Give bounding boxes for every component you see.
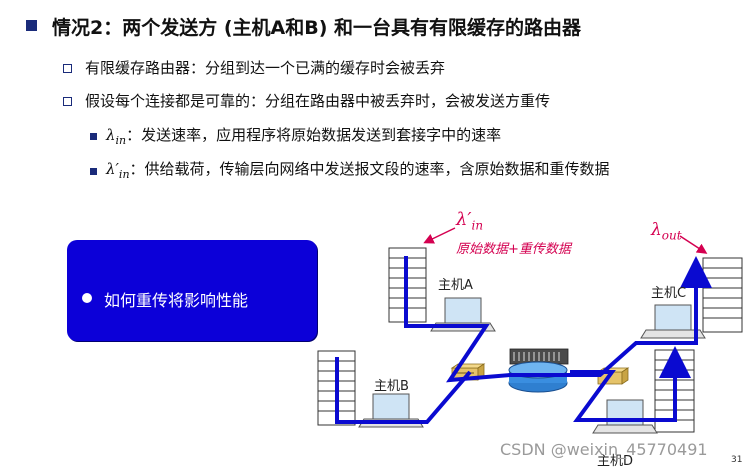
definition-marker [90, 133, 97, 140]
sub-bullet-marker [63, 97, 72, 106]
laptop-icon-c [640, 304, 706, 339]
host-d-label: 主机D [597, 454, 634, 469]
host-b-label: 主机B [374, 379, 409, 394]
lambda-out-label: λout [651, 220, 682, 242]
definition-lambda-in: λin：发送速率，应用程序将原始数据发送到套接字中的速率 [106, 124, 501, 147]
lambda-subscript: in [115, 134, 127, 147]
sub-bullet-1: 有限缓存路由器：分组到达一个已满的缓存时会被丢弃 [85, 59, 446, 77]
slide-heading: 情况2：两个发送方 (主机A和B) 和一台具有有限缓存的路由器 [52, 17, 582, 39]
definition-lambda-in-prime: λ′in：供给载荷，传输层向网络中发送报文段的速率，含原始数据和重传数据 [106, 158, 610, 181]
lambda-subscript: in [118, 168, 130, 181]
flow-path-a [404, 256, 712, 383]
arrow-lambda-out [679, 235, 708, 254]
sub-bullet-2: 假设每个连接都是可靠的：分组在路由器中被丢弃时，会被发送方重传 [85, 92, 551, 110]
flow-path-d [570, 346, 691, 422]
lambda-prime: ′ [467, 209, 472, 230]
heading-bullet [26, 20, 37, 31]
sub-bullet-marker [63, 64, 72, 73]
lambda-subscript: in [471, 218, 484, 233]
lambda-in-prime-label: λ′in [456, 209, 483, 233]
definition-text: ：供给载荷，传输层向网络中发送报文段的速率，含原始数据和重传数据 [129, 160, 610, 178]
laptop-icon-d [592, 399, 658, 434]
retransmit-caption: 原始数据+重传数据 [456, 242, 571, 257]
host-a-label: 主机A [438, 278, 473, 293]
lambda-prime: ′ [115, 160, 119, 178]
arrow-lambda-in-prime [423, 227, 456, 244]
lambda-subscript: out [661, 228, 682, 243]
callout-box [67, 240, 317, 341]
lambda-symbol: λ [651, 220, 662, 240]
flow-path-b [335, 357, 472, 424]
definition-marker [90, 168, 97, 175]
buffer-stack-c [702, 257, 743, 333]
watermark: CSDN @weixin_45770491 [500, 440, 708, 459]
callout-bullet [82, 293, 92, 303]
lambda-symbol: λ [106, 126, 116, 144]
definition-text: ：发送速率，应用程序将原始数据发送到套接字中的速率 [126, 126, 502, 144]
callout-text: 如何重传将影响性能 [104, 291, 249, 310]
lambda-symbol: λ [106, 160, 116, 178]
page-number: 31 [731, 455, 743, 465]
host-c-label: 主机C [651, 286, 687, 301]
router-icon [508, 348, 569, 393]
lambda-symbol: λ [456, 209, 468, 230]
